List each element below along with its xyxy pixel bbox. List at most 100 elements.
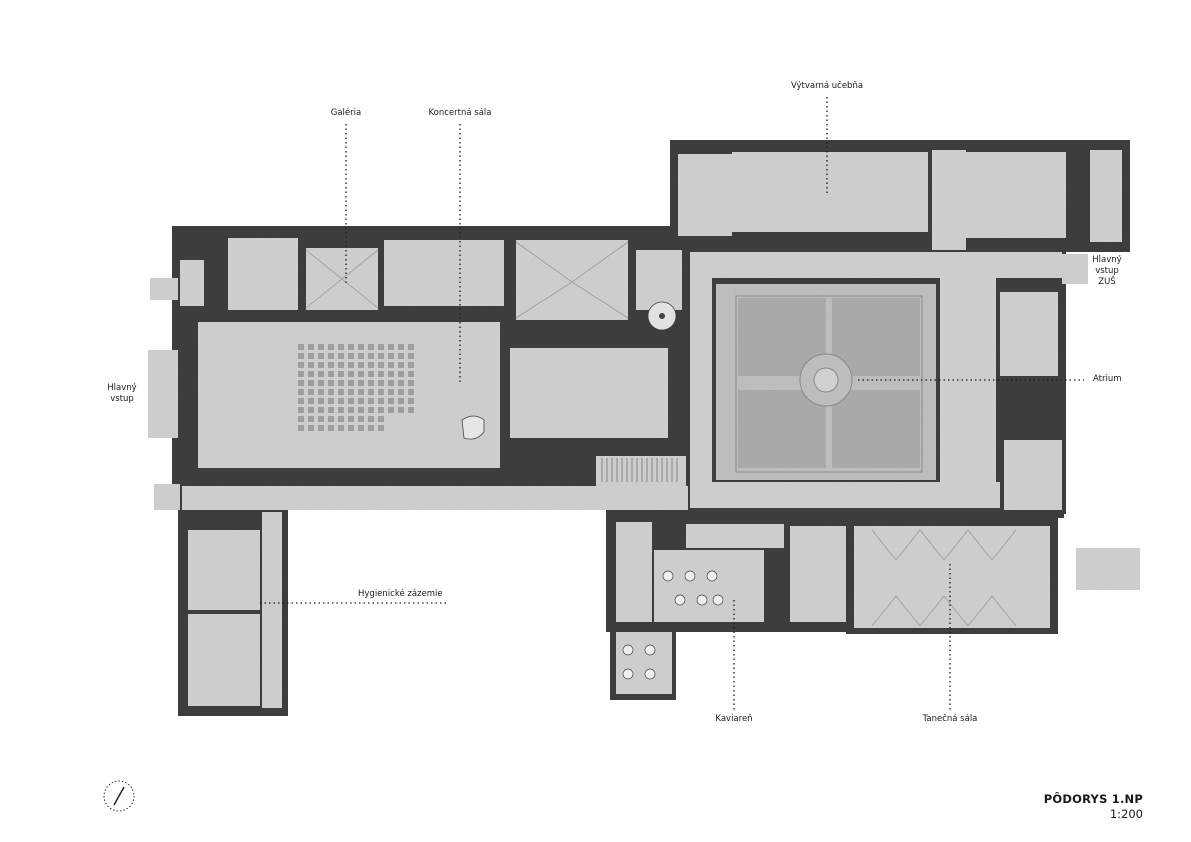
room-west-stub [154, 484, 180, 510]
seat [328, 389, 334, 395]
label-zus-line-3: ZUŠ [1098, 277, 1116, 287]
seat [338, 371, 344, 377]
atrium-corridor-north [690, 252, 1062, 278]
seat [348, 398, 354, 404]
seat [298, 425, 304, 431]
seat [408, 389, 414, 395]
seat [368, 416, 374, 422]
room-east-services [1000, 292, 1058, 376]
cafe-table [622, 644, 634, 656]
seat [358, 416, 364, 422]
seat [398, 380, 404, 386]
seat [378, 389, 384, 395]
room-zus-entry [1062, 254, 1088, 284]
seat [408, 371, 414, 377]
seat [368, 362, 374, 368]
seat [318, 362, 324, 368]
label-zus-line-2: vstup [1095, 266, 1119, 276]
seat [328, 380, 334, 386]
seat [328, 407, 334, 413]
seat [388, 344, 394, 350]
concert-seats [298, 344, 414, 431]
seat [398, 344, 404, 350]
leader-lines [260, 97, 1084, 712]
label-zus-line-1: Hlavný [1092, 255, 1122, 265]
seat [388, 353, 394, 359]
atrium-corridor-west [690, 252, 712, 508]
cafe-table [674, 594, 686, 606]
label-hlavny-vstup-line-2: vstup [110, 394, 134, 404]
seat [318, 380, 324, 386]
room-hygiene-upper [188, 530, 260, 610]
room-tanecna-sala [854, 526, 1050, 628]
seat [298, 371, 304, 377]
cafe-tables [622, 570, 724, 680]
cafe-table [684, 570, 696, 582]
piano [461, 415, 485, 440]
floors [148, 150, 1140, 708]
seat [308, 344, 314, 350]
seat [368, 389, 374, 395]
seat [338, 362, 344, 368]
seat [408, 407, 414, 413]
cafe-table [706, 570, 718, 582]
seat [298, 416, 304, 422]
seat [398, 389, 404, 395]
cafe-table [644, 644, 656, 656]
plan-scale: 1:200 [1109, 807, 1143, 821]
seat [348, 362, 354, 368]
seat [358, 407, 364, 413]
seat [388, 407, 394, 413]
seat [298, 389, 304, 395]
seat [338, 344, 344, 350]
seat [388, 380, 394, 386]
room-north-east [966, 152, 1066, 238]
seat [338, 407, 344, 413]
seat [378, 380, 384, 386]
seat [378, 362, 384, 368]
seat [308, 371, 314, 377]
seat [348, 371, 354, 377]
label-atrium: Atrium [1093, 374, 1122, 384]
seat [358, 389, 364, 395]
seat [318, 344, 324, 350]
seat [368, 407, 374, 413]
label-vytvarna-ucebna: Výtvarná učebňa [790, 81, 864, 91]
cafe-table [712, 594, 724, 606]
plan-title: PÔDORYS 1.NP [1043, 792, 1143, 806]
seat [308, 353, 314, 359]
room-cafe-hall [616, 522, 652, 622]
seat [308, 425, 314, 431]
seat [328, 344, 334, 350]
seat [298, 362, 304, 368]
label-galeria: Galéria [330, 108, 362, 118]
room-east-lower [1004, 440, 1062, 510]
room-north-far-east [1090, 150, 1122, 242]
corridor-stair [596, 456, 686, 486]
seat [368, 344, 374, 350]
seat [318, 353, 324, 359]
seat [298, 398, 304, 404]
seat [318, 398, 324, 404]
seat [368, 371, 374, 377]
room-kaviaren [654, 550, 764, 622]
seat [358, 344, 364, 350]
seat [388, 371, 394, 377]
seat [348, 425, 354, 431]
seat [308, 398, 314, 404]
seat [308, 416, 314, 422]
room-entry-step [150, 278, 178, 300]
seat [408, 380, 414, 386]
seat [308, 389, 314, 395]
seat [408, 398, 414, 404]
room-cafe-annex [616, 632, 672, 694]
seat [358, 371, 364, 377]
seat [348, 380, 354, 386]
seat [338, 398, 344, 404]
seat [318, 389, 324, 395]
seat [308, 407, 314, 413]
seat [348, 389, 354, 395]
seat [358, 380, 364, 386]
cafe-table [662, 570, 674, 582]
